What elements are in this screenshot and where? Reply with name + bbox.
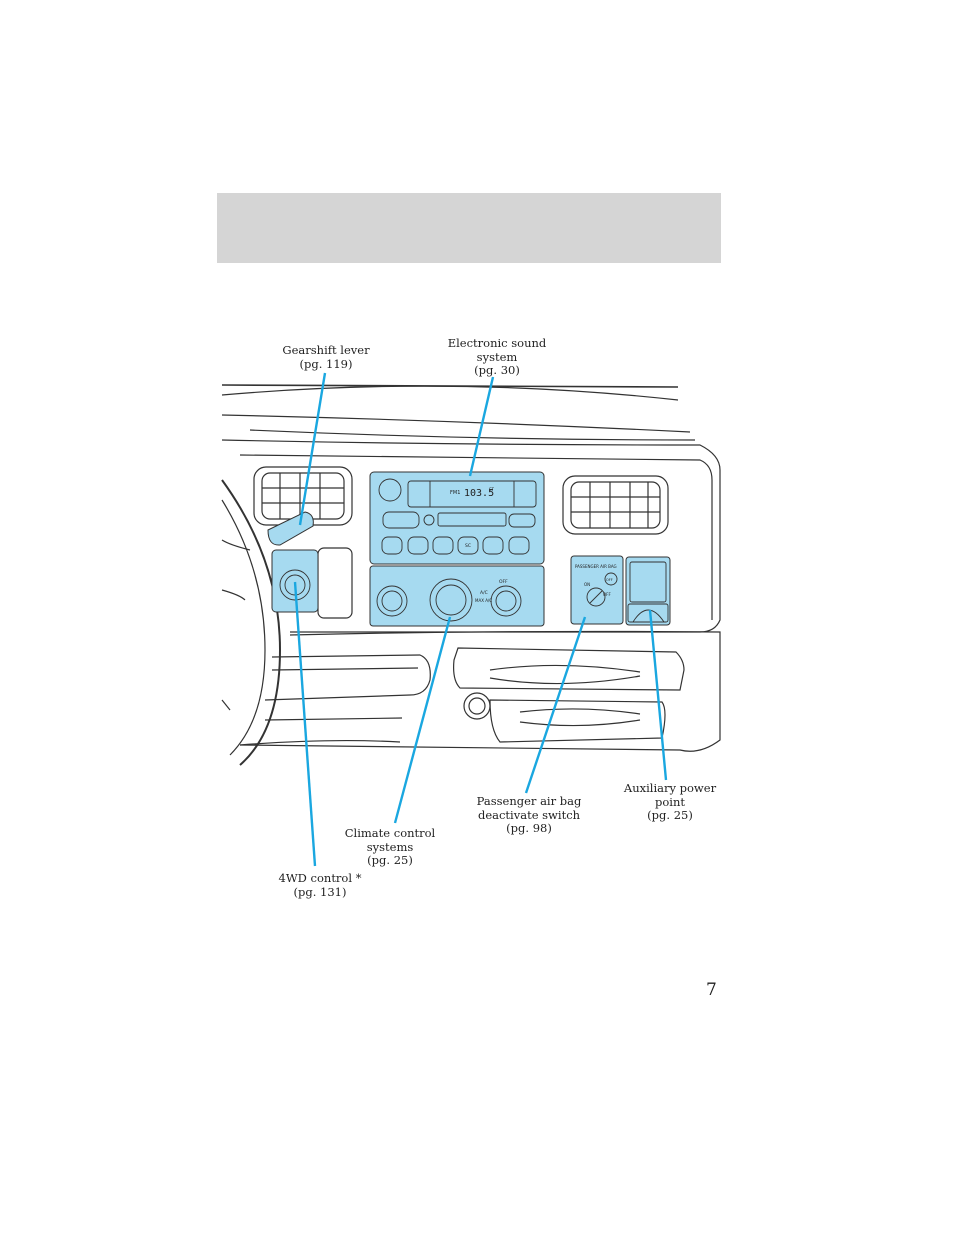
power-point-panel (625, 556, 671, 626)
airbag-on-label: ON (584, 582, 590, 587)
gearshift-label: Gearshift lever(pg. 119) (282, 343, 370, 371)
airbag-callout-line (524, 616, 587, 794)
climate-ac-label: A/C (480, 590, 488, 596)
climate-callout-line (393, 616, 452, 824)
power-callout-line (648, 609, 668, 781)
radio-stereo-indicator: ST (489, 487, 495, 492)
climate-control-panel (369, 565, 545, 627)
header-band (217, 193, 721, 263)
radio-band-label: FM1 (450, 490, 460, 496)
climate-off-label: OFF (499, 579, 508, 585)
airbag-panel-title: PASSENGER AIR BAG (575, 564, 617, 569)
sound-callout-line (468, 376, 495, 477)
radio-frequency: 103.5 (464, 488, 494, 499)
radio-unit (369, 471, 545, 565)
gearshift-callout-line (298, 372, 327, 526)
fourwd-control-label: 4WD control *(pg. 131) (278, 871, 362, 899)
airbag-off-lamp: OFF (606, 578, 613, 582)
4wd-control-panel (271, 549, 319, 613)
page-number: 7 (706, 980, 717, 1000)
radio-scan-label: SC (465, 543, 471, 549)
airbag-off-label: OFF (603, 592, 611, 597)
gearshift-lever (267, 511, 314, 546)
fourwd-callout-line (293, 581, 317, 867)
climate-max-ac-label: MAX A/C (475, 598, 492, 603)
